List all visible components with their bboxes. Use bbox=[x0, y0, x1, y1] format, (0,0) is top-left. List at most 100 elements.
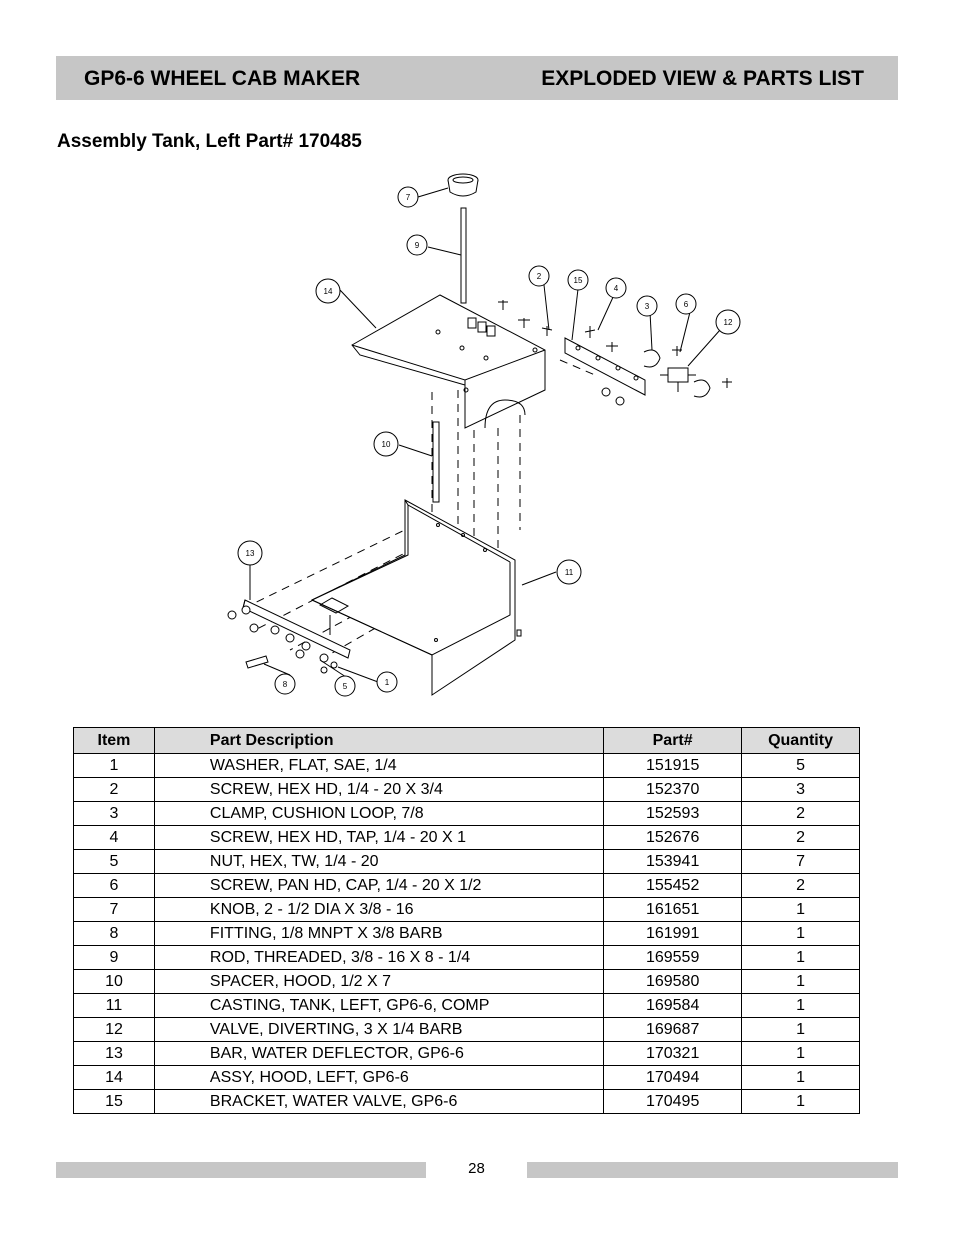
description-cell: SCREW, HEX HD, 1/4 - 20 X 3/4 bbox=[153, 777, 605, 802]
description-cell: SPACER, HOOD, 1/2 X 7 bbox=[153, 969, 605, 994]
description-cell: WASHER, FLAT, SAE, 1/4 bbox=[153, 753, 605, 778]
quantity-cell: 1 bbox=[741, 1065, 860, 1090]
part-number-cell: 161651 bbox=[603, 897, 743, 922]
callout-13: 13 bbox=[246, 549, 255, 558]
part-number-cell: 151915 bbox=[603, 753, 743, 778]
page-number: 28 bbox=[468, 1160, 485, 1177]
callout-7: 7 bbox=[406, 193, 411, 202]
header-bar: GP6-6 WHEEL CAB MAKER EXPLODED VIEW & PA… bbox=[56, 56, 898, 100]
description-cell: BAR, WATER DEFLECTOR, GP6-6 bbox=[153, 1041, 605, 1066]
quantity-cell: 1 bbox=[741, 1089, 860, 1114]
footer-bar-left bbox=[56, 1162, 426, 1178]
description-cell: CLAMP, CUSHION LOOP, 7/8 bbox=[153, 801, 605, 826]
item-cell: 10 bbox=[73, 969, 155, 994]
quantity-cell: 1 bbox=[741, 1041, 860, 1066]
description-cell: BRACKET, WATER VALVE, GP6-6 bbox=[153, 1089, 605, 1114]
part-number-cell: 169559 bbox=[603, 945, 743, 970]
quantity-cell: 1 bbox=[741, 945, 860, 970]
callout-6: 6 bbox=[684, 300, 689, 309]
footer-bar-right bbox=[527, 1162, 898, 1178]
callout-5: 5 bbox=[343, 682, 348, 691]
description-cell: SCREW, HEX HD, TAP, 1/4 - 20 X 1 bbox=[153, 825, 605, 850]
callout-4: 4 bbox=[614, 284, 619, 293]
manual-title: GP6-6 WHEEL CAB MAKER bbox=[84, 67, 361, 90]
part-number-cell: 152676 bbox=[603, 825, 743, 850]
part-number-cell: 169580 bbox=[603, 969, 743, 994]
quantity-cell: 1 bbox=[741, 993, 860, 1018]
item-cell: 6 bbox=[73, 873, 155, 898]
part-number-cell: 152370 bbox=[603, 777, 743, 802]
exploded-view-diagram: 7 9 14 2 15 4 3 6 12 10 13 11 8 5 1 bbox=[227, 173, 741, 697]
part-number-cell: 170494 bbox=[603, 1065, 743, 1090]
item-cell: 15 bbox=[73, 1089, 155, 1114]
description-cell: KNOB, 2 - 1/2 DIA X 3/8 - 16 bbox=[153, 897, 605, 922]
item-cell: 7 bbox=[73, 897, 155, 922]
callout-12: 12 bbox=[724, 318, 733, 327]
column-header-part: Part# bbox=[603, 727, 743, 754]
column-header-description: Part Description bbox=[153, 727, 605, 754]
assembly-title: Assembly Tank, Left Part# 170485 bbox=[57, 131, 362, 152]
description-cell: FITTING, 1/8 MNPT X 3/8 BARB bbox=[153, 921, 605, 946]
item-cell: 1 bbox=[73, 753, 155, 778]
item-cell: 4 bbox=[73, 825, 155, 850]
description-cell: NUT, HEX, TW, 1/4 - 20 bbox=[153, 849, 605, 874]
column-header-quantity: Quantity bbox=[741, 727, 860, 754]
callout-2: 2 bbox=[537, 272, 542, 281]
description-cell: ROD, THREADED, 3/8 - 16 X 8 - 1/4 bbox=[153, 945, 605, 970]
item-cell: 13 bbox=[73, 1041, 155, 1066]
quantity-cell: 1 bbox=[741, 897, 860, 922]
quantity-cell: 1 bbox=[741, 921, 860, 946]
callout-10: 10 bbox=[382, 440, 391, 449]
description-cell: ASSY, HOOD, LEFT, GP6-6 bbox=[153, 1065, 605, 1090]
part-number-cell: 153941 bbox=[603, 849, 743, 874]
quantity-cell: 2 bbox=[741, 825, 860, 850]
quantity-cell: 7 bbox=[741, 849, 860, 874]
part-number-cell: 161991 bbox=[603, 921, 743, 946]
description-cell: VALVE, DIVERTING, 3 X 1/4 BARB bbox=[153, 1017, 605, 1042]
part-number-cell: 169584 bbox=[603, 993, 743, 1018]
part-number-cell: 170495 bbox=[603, 1089, 743, 1114]
column-header-item: Item bbox=[73, 727, 155, 754]
part-number-cell: 152593 bbox=[603, 801, 743, 826]
item-cell: 14 bbox=[73, 1065, 155, 1090]
callout-11: 11 bbox=[565, 568, 574, 577]
table-header-row: Item Part Description Part# Quantity bbox=[73, 727, 860, 754]
quantity-cell: 2 bbox=[741, 873, 860, 898]
part-number-cell: 155452 bbox=[603, 873, 743, 898]
item-cell: 5 bbox=[73, 849, 155, 874]
item-cell: 3 bbox=[73, 801, 155, 826]
item-cell: 2 bbox=[73, 777, 155, 802]
callout-15: 15 bbox=[574, 276, 583, 285]
callout-8: 8 bbox=[283, 680, 288, 689]
callout-1: 1 bbox=[385, 678, 390, 687]
quantity-cell: 2 bbox=[741, 801, 860, 826]
item-cell: 9 bbox=[73, 945, 155, 970]
part-number-cell: 169687 bbox=[603, 1017, 743, 1042]
description-cell: SCREW, PAN HD, CAP, 1/4 - 20 X 1/2 bbox=[153, 873, 605, 898]
item-cell: 11 bbox=[73, 993, 155, 1018]
callout-9: 9 bbox=[415, 241, 420, 250]
quantity-cell: 1 bbox=[741, 969, 860, 994]
item-cell: 8 bbox=[73, 921, 155, 946]
item-cell: 12 bbox=[73, 1017, 155, 1042]
part-number-cell: 170321 bbox=[603, 1041, 743, 1066]
quantity-cell: 5 bbox=[741, 753, 860, 778]
quantity-cell: 3 bbox=[741, 777, 860, 802]
description-cell: CASTING, TANK, LEFT, GP6-6, COMP bbox=[153, 993, 605, 1018]
